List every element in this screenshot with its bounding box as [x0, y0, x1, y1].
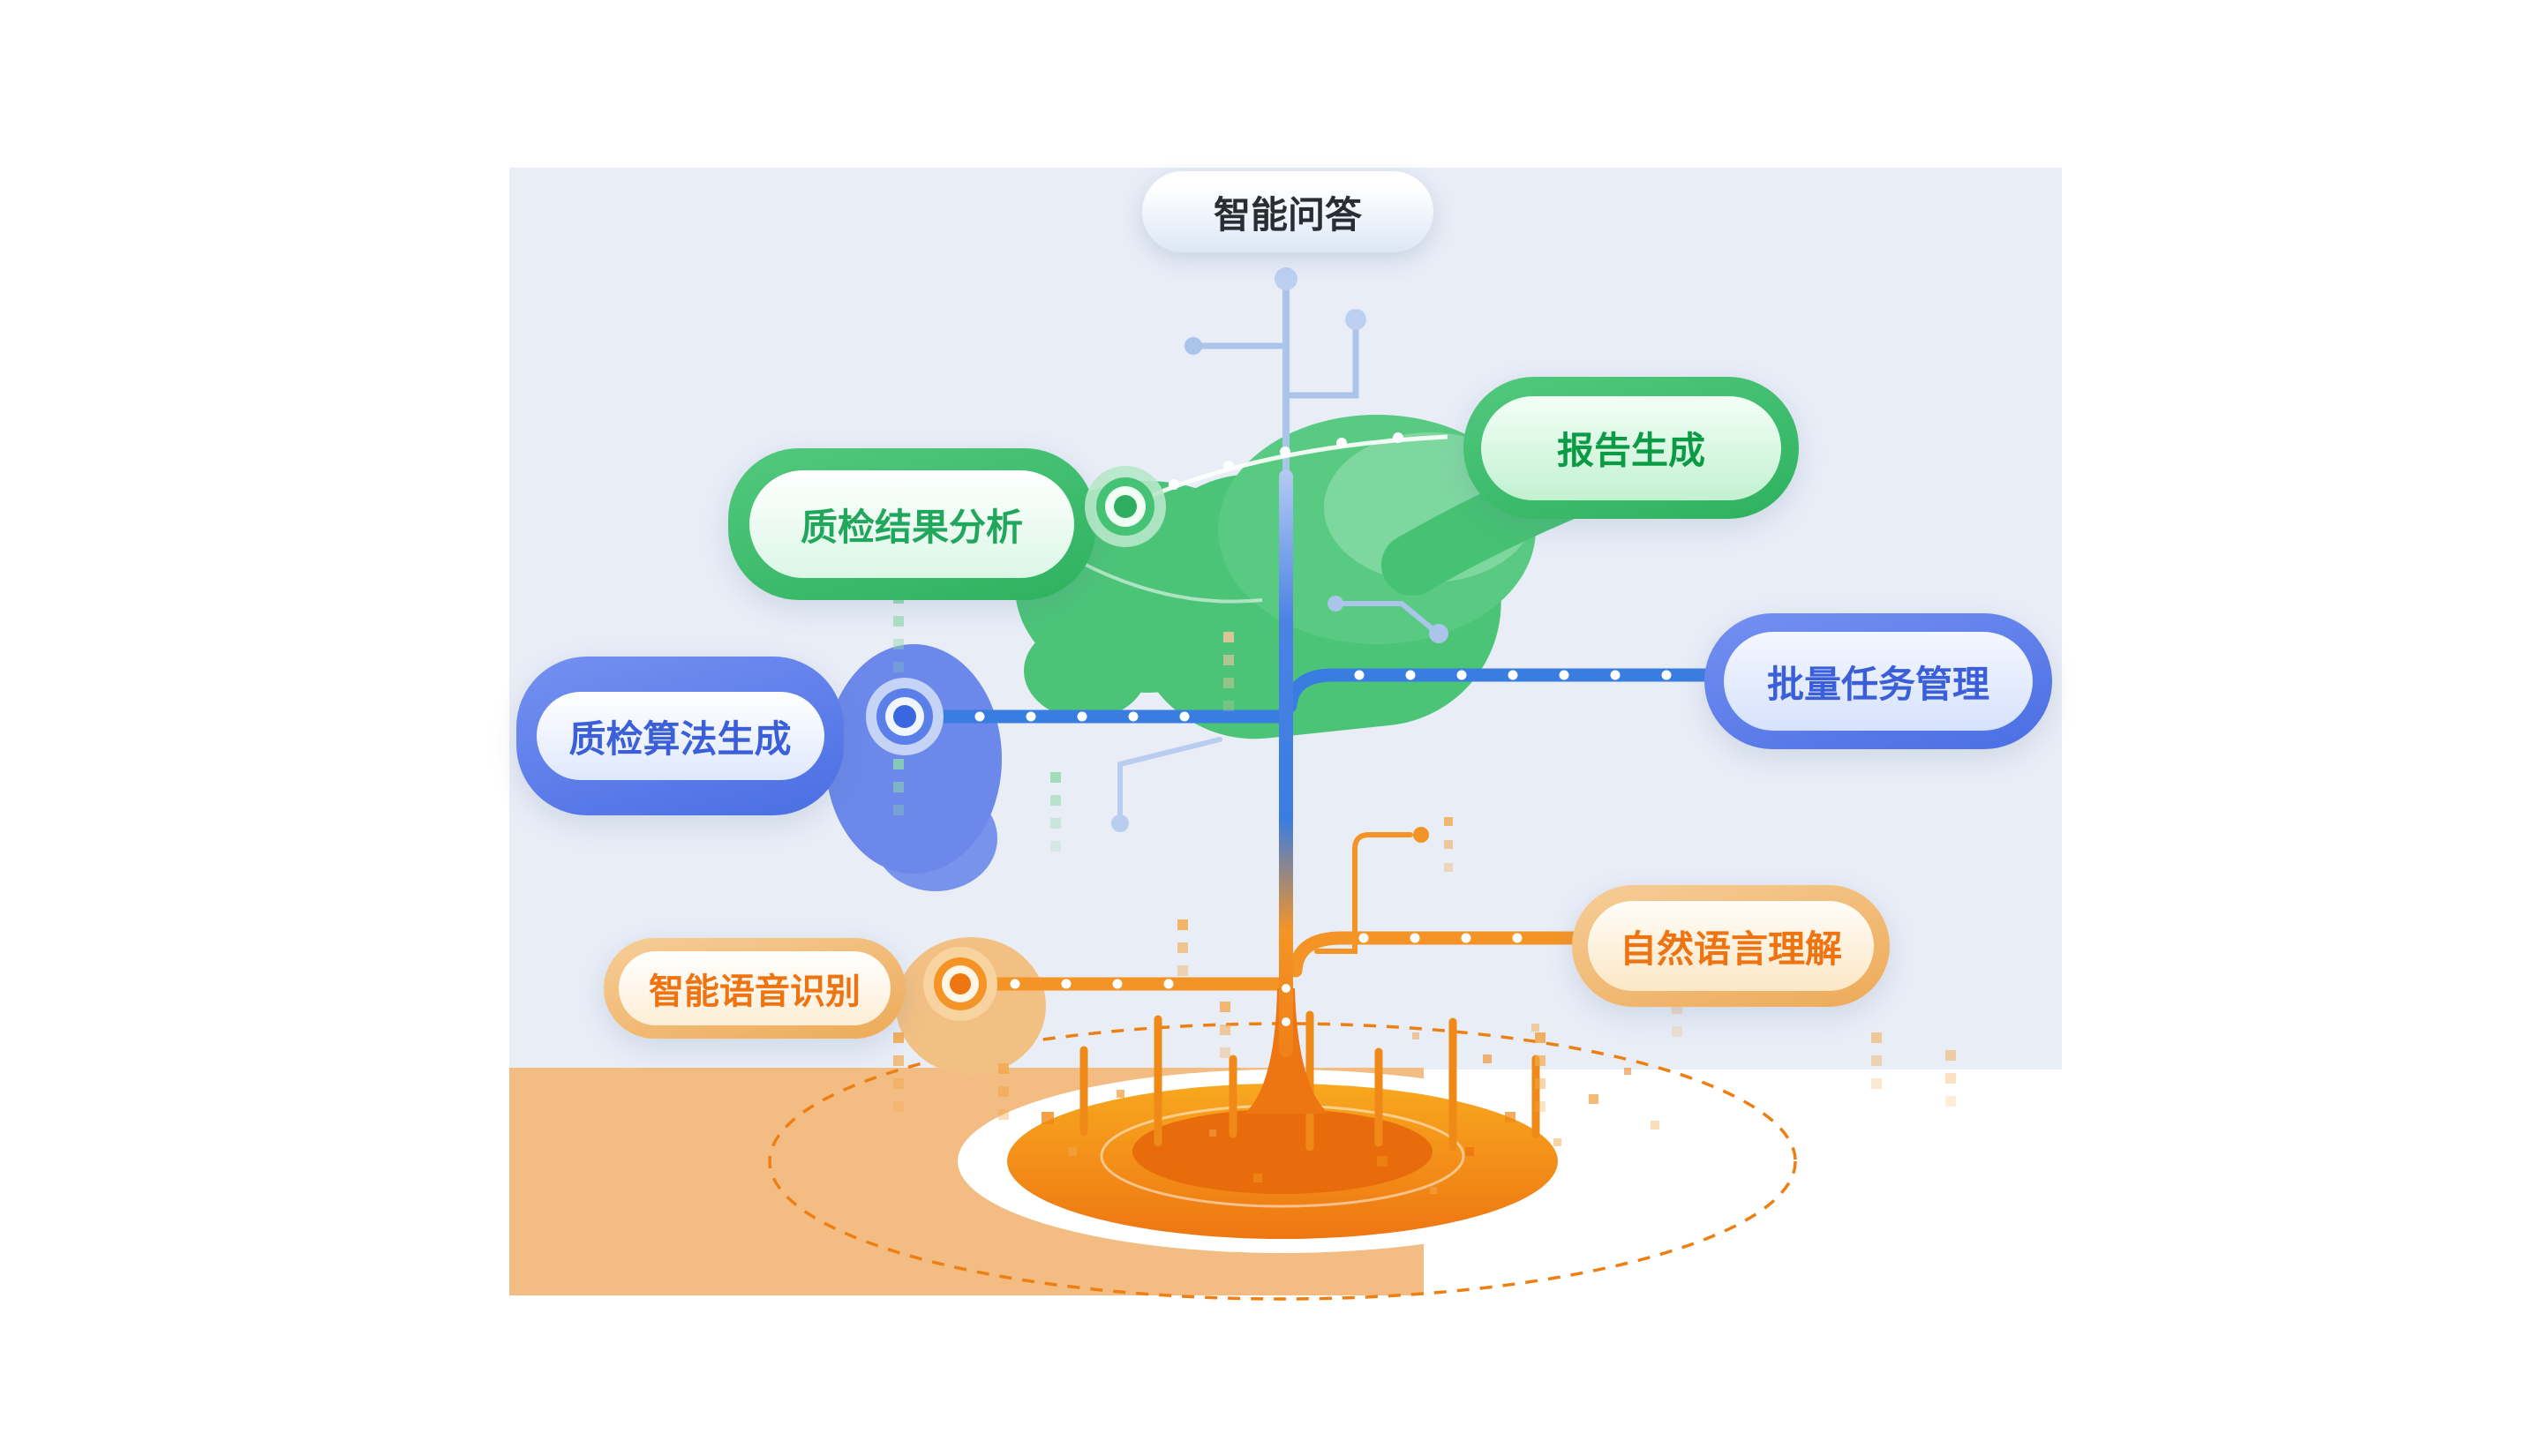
node-nlu-pill: 自然语言理解 — [1588, 901, 1874, 991]
node-nlu-label: 自然语言理解 — [1619, 927, 1842, 970]
foliage-trace — [1085, 432, 1448, 604]
node-batch-task: 批量任务管理 — [1704, 613, 2052, 749]
dotted-trails — [893, 593, 1956, 1120]
mid-circuit — [1327, 596, 1448, 643]
confetti — [1042, 1024, 1659, 1194]
node-qc-algo-pill: 质检算法生成 — [536, 692, 824, 780]
orbit-rings — [768, 1022, 1797, 1301]
node-qc-algo: 质检算法生成 — [516, 657, 844, 815]
node-qc-analysis-pill: 质检结果分析 — [749, 470, 1074, 578]
node-report-label: 报告生成 — [1556, 430, 1705, 471]
node-qc-analysis-label: 质检结果分析 — [800, 506, 1023, 548]
orange-circuit — [1314, 827, 1429, 954]
top-circuit — [1185, 267, 1366, 399]
base-bars — [1079, 1010, 1540, 1152]
node-report-pill: 报告生成 — [1481, 395, 1781, 500]
node-qc-algo-label: 质检算法生成 — [568, 717, 792, 760]
node-asr: 智能语音识别 — [604, 938, 906, 1039]
node-qa-label: 智能问答 — [1213, 193, 1362, 236]
node-report: 报告生成 — [1463, 377, 1799, 519]
branch-dots — [974, 670, 1672, 1026]
node-qa: 智能问答 — [1142, 171, 1433, 252]
node-asr-pill: 智能语音识别 — [619, 951, 891, 1025]
node-batch-task-pill: 批量任务管理 — [1724, 632, 2033, 731]
node-asr-label: 智能语音识别 — [649, 972, 861, 1011]
node-nlu: 自然语言理解 — [1572, 885, 1890, 1007]
lower-circuit — [1111, 737, 1222, 832]
node-batch-task-label: 批量任务管理 — [1766, 663, 1989, 705]
node-qc-analysis: 质检结果分析 — [728, 448, 1095, 600]
